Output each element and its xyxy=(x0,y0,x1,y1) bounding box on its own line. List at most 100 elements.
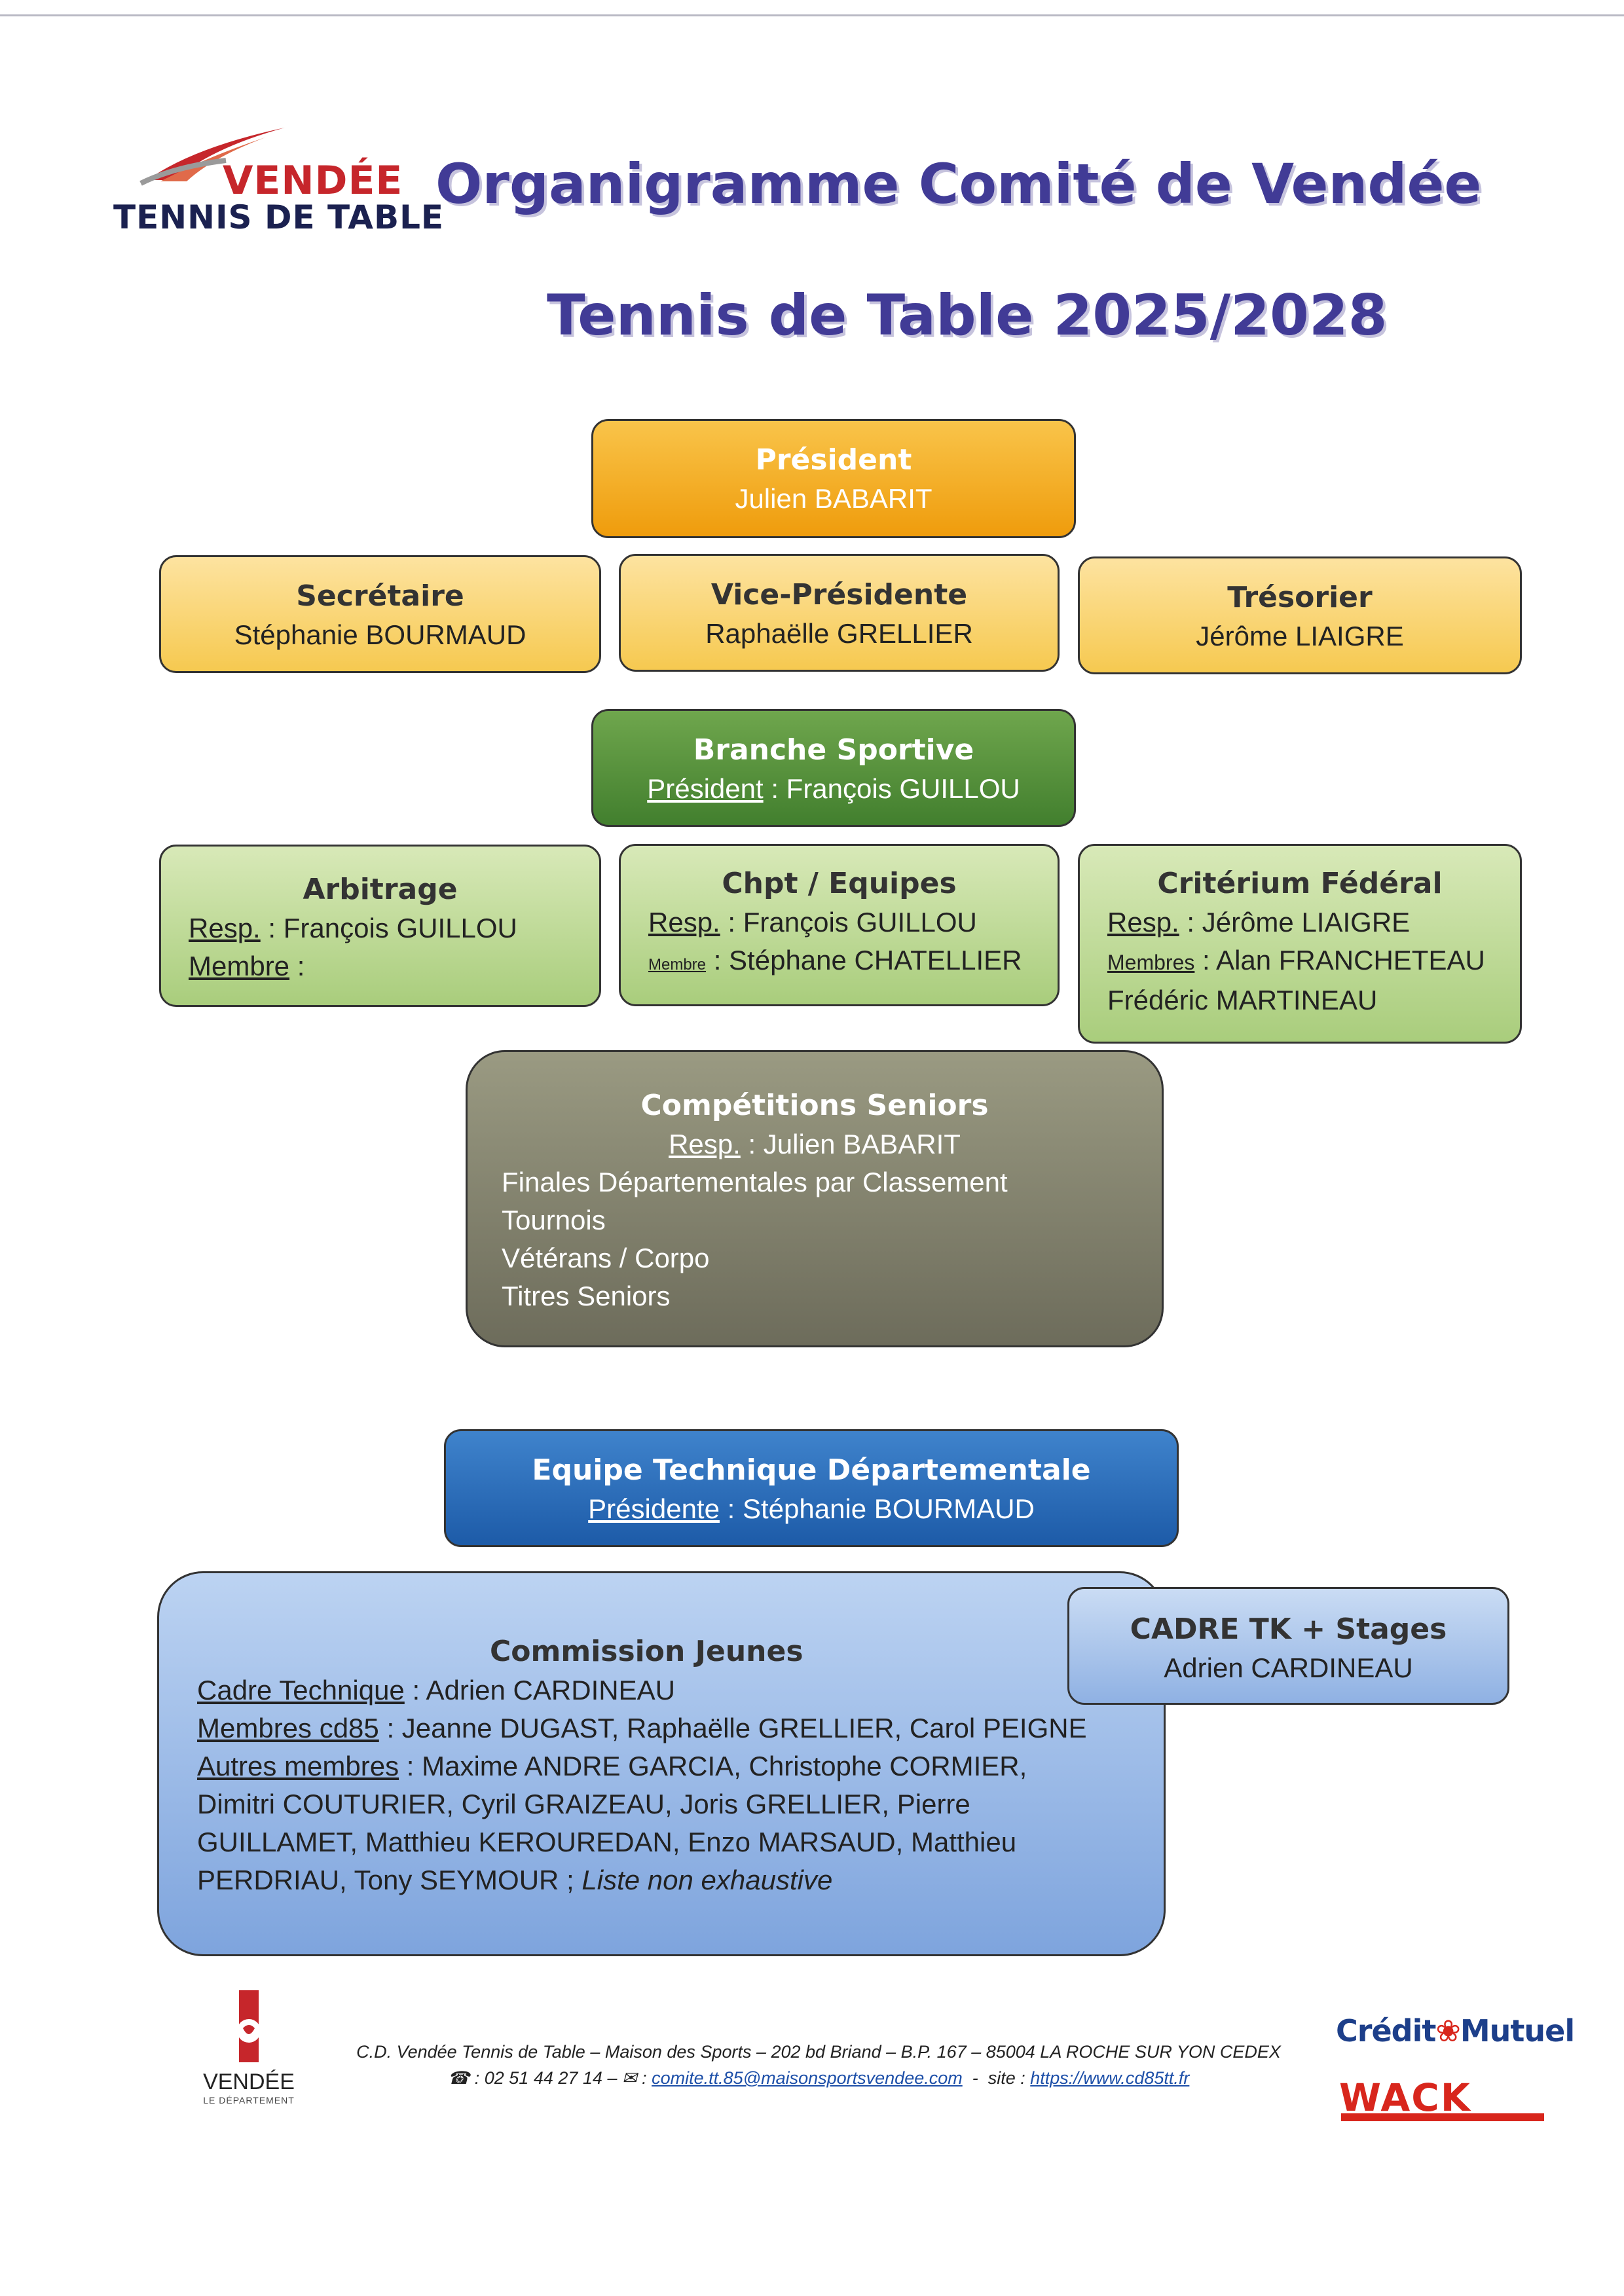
etd-president-line: Présidente : Stéphanie BOURMAUD xyxy=(446,1490,1177,1528)
secretaire-title: Secrétaire xyxy=(296,579,464,613)
arbitrage-resp-line: Resp. : François GUILLOU xyxy=(189,909,599,947)
equipes-box: Chpt / Equipes Resp. : François GUILLOU … xyxy=(619,844,1060,1006)
logo-tt-text: TENNIS DE TABLE xyxy=(113,198,445,236)
criterium-box: Critérium Fédéral Resp. : Jérôme LIAIGRE… xyxy=(1078,844,1522,1044)
branche-president: Président : François GUILLOU xyxy=(593,770,1074,808)
criterium-membres-label: Membres xyxy=(1107,951,1195,974)
tresorier-title: Trésorier xyxy=(1227,581,1373,614)
etd-name: : Stéphanie BOURMAUD xyxy=(719,1493,1035,1524)
arbitrage-box: Arbitrage Resp. : François GUILLOU Membr… xyxy=(159,845,601,1007)
seniors-resp: : Julien BABARIT xyxy=(740,1129,961,1159)
footer-address: C.D. Vendée Tennis de Table – Maison des… xyxy=(347,2039,1290,2091)
wack-logo: WACK xyxy=(1339,2075,1471,2120)
criterium-membre2: Frédéric MARTINEAU xyxy=(1107,985,1378,1015)
criterium-membres-line: Membres : Alan FRANCHETEAU xyxy=(1107,941,1520,981)
jeunes-cadre-label: Cadre Technique xyxy=(197,1675,405,1705)
jeunes-line6: PERDRIAU, Tony SEYMOUR ; Liste non exhau… xyxy=(197,1861,1164,1899)
email-icon: ✉ xyxy=(621,2068,637,2088)
logo-vendee-text: VENDÉE xyxy=(223,158,403,204)
seniors-item: Titres Seniors xyxy=(502,1281,671,1311)
equipes-title: Chpt / Equipes xyxy=(722,867,957,900)
arbitrage-resp: : François GUILLOU xyxy=(260,913,517,943)
credit-mutuel-emblem-icon: ❀ xyxy=(1435,2013,1461,2049)
equipes-membre-label: Membre xyxy=(648,956,707,974)
dept-name: VENDÉE xyxy=(203,2069,295,2094)
jeunes-line6-text: PERDRIAU, Tony SEYMOUR ; xyxy=(197,1865,582,1895)
jeunes-membres-label: Membres cd85 xyxy=(197,1713,379,1743)
jeunes-cadre: : Adrien CARDINEAU xyxy=(404,1675,675,1705)
seniors-resp-label: Resp. xyxy=(669,1129,741,1159)
criterium-title: Critérium Fédéral xyxy=(1157,867,1443,900)
seniors-item: Vétérans / Corpo xyxy=(502,1243,710,1273)
criterium-membres: : Alan FRANCHETEAU xyxy=(1194,945,1485,975)
equipes-membre: : Stéphane CHATELLIER xyxy=(706,945,1022,975)
etd-title: Equipe Technique Départementale xyxy=(532,1453,1091,1487)
seniors-resp-line: Resp. : Julien BABARIT xyxy=(468,1125,1162,1163)
wack-underline xyxy=(1341,2113,1544,2121)
jeunes-line4: Dimitri COUTURIER, Cyril GRAIZEAU, Joris… xyxy=(197,1789,970,1819)
cadre-tk-title: CADRE TK + Stages xyxy=(1130,1613,1447,1646)
cm-text-1: Crédit xyxy=(1336,2013,1436,2049)
secretaire-name: Stéphanie BOURMAUD xyxy=(234,619,526,650)
arbitrage-resp-label: Resp. xyxy=(189,913,261,943)
footer-phone: : 02 51 44 27 14 – xyxy=(470,2068,622,2088)
arbitrage-title: Arbitrage xyxy=(303,873,458,906)
criterium-resp-line: Resp. : Jérôme LIAIGRE xyxy=(1107,903,1520,941)
swoosh-icon xyxy=(139,128,285,186)
commission-jeunes-box: Commission Jeunes Cadre Technique : Adri… xyxy=(157,1571,1166,1956)
jeunes-note: Liste non exhaustive xyxy=(581,1865,833,1895)
president-name: Julien BABARIT xyxy=(735,483,932,514)
branche-title: Branche Sportive xyxy=(693,733,974,767)
cadre-tk-name: Adrien CARDINEAU xyxy=(1164,1652,1413,1683)
equipes-membre-line: Membre : Stéphane CHATELLIER xyxy=(648,941,1058,984)
jeunes-membres: : Jeanne DUGAST, Raphaëlle GRELLIER, Car… xyxy=(378,1713,1087,1743)
vice-presidente-box: Vice-Présidente Raphaëlle GRELLIER xyxy=(619,554,1060,672)
equipes-resp: : François GUILLOU xyxy=(720,907,977,938)
vendee-tt-logo: VENDÉE TENNIS DE TABLE xyxy=(108,121,443,242)
dept-sub: LE DÉPARTEMENT xyxy=(203,2095,295,2105)
vice-presidente-name: Raphaëlle GRELLIER xyxy=(705,618,973,649)
competitions-seniors-box: Compétitions Seniors Resp. : Julien BABA… xyxy=(466,1050,1164,1347)
branche-role: Président xyxy=(647,773,764,804)
seniors-title: Compétitions Seniors xyxy=(640,1089,989,1122)
jeunes-autres-label: Autres membres xyxy=(197,1751,399,1781)
equipes-resp-line: Resp. : François GUILLOU xyxy=(648,903,1058,941)
top-rule xyxy=(0,14,1624,16)
tresorier-box: Trésorier Jérôme LIAIGRE xyxy=(1078,556,1522,674)
vendee-emblem-icon xyxy=(237,1990,261,2062)
jeunes-line5: GUILLAMET, Matthieu KEROUREDAN, Enzo MAR… xyxy=(197,1827,1017,1857)
jeunes-autres: : Maxime ANDRE GARCIA, Christophe CORMIE… xyxy=(399,1751,1027,1781)
jeunes-membres-line: Membres cd85 : Jeanne DUGAST, Raphaëlle … xyxy=(197,1709,1164,1747)
footer-email-link[interactable]: comite.tt.85@maisonsportsvendee.com xyxy=(652,2068,963,2088)
footer-sep: - site : xyxy=(962,2068,1031,2088)
etd-box: Equipe Technique Départementale Présiden… xyxy=(444,1429,1179,1547)
seniors-item: Tournois xyxy=(502,1205,606,1235)
arbitrage-membre-line: Membre : xyxy=(189,947,599,985)
cadre-tk-box: CADRE TK + Stages Adrien CARDINEAU xyxy=(1067,1587,1509,1705)
footer-site-link[interactable]: https://www.cd85tt.fr xyxy=(1030,2068,1190,2088)
footer-line2: ☎ : 02 51 44 27 14 – ✉ : comite.tt.85@ma… xyxy=(447,2068,1190,2088)
vice-presidente-title: Vice-Présidente xyxy=(710,578,968,611)
branche-name: : François GUILLOU xyxy=(763,773,1020,804)
equipes-resp-label: Resp. xyxy=(648,907,720,938)
president-title: Président xyxy=(755,443,912,477)
arbitrage-membre-label: Membre xyxy=(189,951,290,981)
etd-role: Présidente xyxy=(588,1493,720,1524)
jeunes-cadre-line: Cadre Technique : Adrien CARDINEAU xyxy=(197,1671,1164,1709)
tresorier-name: Jérôme LIAIGRE xyxy=(1196,621,1404,651)
footer-line1: C.D. Vendée Tennis de Table – Maison des… xyxy=(356,2042,1281,2062)
credit-mutuel-logo: Crédit❀Mutuel xyxy=(1336,2013,1575,2049)
page-title: Organigramme Comité de Vendée xyxy=(435,152,1482,216)
cm-text-2: Mutuel xyxy=(1460,2013,1575,2049)
president-box: Président Julien BABARIT xyxy=(591,419,1076,538)
phone-icon: ☎ xyxy=(447,2068,470,2088)
criterium-resp-label: Resp. xyxy=(1107,907,1179,938)
jeunes-title: Commission Jeunes xyxy=(490,1635,803,1668)
criterium-resp: : Jérôme LIAIGRE xyxy=(1179,907,1411,938)
seniors-item: Finales Départementales par Classement xyxy=(502,1167,1008,1197)
branche-sportive-box: Branche Sportive Président : François GU… xyxy=(591,709,1076,827)
arbitrage-membre: : xyxy=(289,951,305,981)
page-subtitle: Tennis de Table 2025/2028 xyxy=(547,283,1388,348)
secretaire-box: Secrétaire Stéphanie BOURMAUD xyxy=(159,555,601,673)
vendee-departement-logo: VENDÉE LE DÉPARTEMENT xyxy=(203,1990,295,2105)
